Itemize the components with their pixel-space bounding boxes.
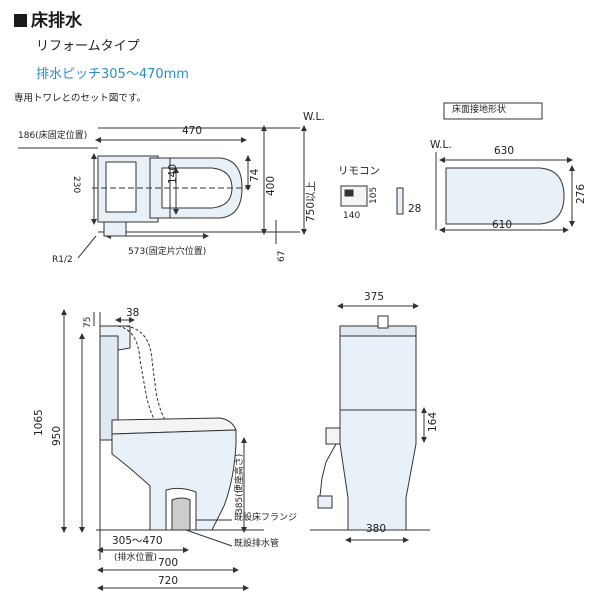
dim-67-label: 67	[277, 250, 287, 262]
flange-label: 既設床フランジ	[234, 513, 298, 523]
dim-276-label: 276	[575, 183, 587, 204]
remote-width: 140	[343, 211, 361, 221]
pipe-label: R1/2	[52, 255, 73, 265]
remote-side	[396, 187, 404, 215]
floor-shape-view	[435, 102, 575, 233]
wl-label-top: W.L.	[303, 111, 325, 123]
floor-shape-title: 床面接地形状	[452, 105, 507, 115]
front-bowl	[339, 409, 417, 531]
seat-open-outline	[125, 325, 169, 425]
note-text: 専用トワレとのセット図です。	[14, 93, 146, 104]
dim-380-label: 380	[366, 523, 387, 535]
dim-630-label: 630	[494, 145, 515, 157]
dim-38-label: 38	[126, 307, 140, 319]
side-tank-body	[99, 335, 119, 441]
dim-700-label: 700	[158, 557, 179, 569]
front-view	[310, 303, 430, 543]
page-title: 床排水	[14, 6, 82, 31]
front-supply-hose	[319, 443, 337, 505]
drain-position-label: (排水位置)	[114, 553, 158, 563]
dim-610-label: 610	[492, 219, 513, 231]
remote-title: リモコン	[338, 165, 380, 177]
dim-385-label: 385(便座高さ)	[235, 453, 245, 514]
dim-164-label: 164	[427, 411, 439, 432]
drain-pipe-leader	[185, 529, 233, 547]
pitch-range-label: 305～470	[112, 535, 163, 547]
tank-lid	[105, 161, 137, 213]
lid-open-outline	[117, 325, 159, 427]
title-square-icon	[14, 14, 27, 27]
dim-400-label: 400	[265, 175, 277, 196]
dim-750-label: 750以上	[305, 180, 317, 222]
pitch-label: 排水ピッチ305～470mm	[36, 67, 189, 82]
drain-pipe-label: 既設排水管	[234, 539, 280, 549]
remote-control	[340, 185, 404, 215]
front-faucet	[377, 315, 389, 329]
front-tank	[339, 325, 417, 411]
supply-valve	[103, 221, 127, 237]
side-view	[61, 309, 264, 591]
fix-hole-label: 573(固定片穴位置)	[128, 247, 207, 257]
pipe-leader	[77, 235, 97, 259]
front-stop-valve	[317, 495, 333, 509]
floor-shape-title-box	[443, 102, 543, 120]
subtitle: リフォームタイプ	[36, 39, 140, 54]
remote-height: 105	[369, 186, 379, 204]
dim-74-label: 74	[249, 168, 261, 182]
title-block: 床排水	[14, 6, 82, 31]
top-view	[18, 125, 307, 259]
dim-470-label: 470	[182, 125, 203, 137]
floor-footprint	[445, 167, 565, 225]
dim-75-label: 75	[83, 316, 93, 328]
fix-position-label: 186(床固定位置)	[18, 131, 88, 141]
remote-button	[344, 189, 354, 197]
dim-375-label: 375	[364, 291, 385, 303]
dim-720-label: 720	[158, 575, 179, 587]
dim-140-label: 140	[167, 163, 179, 184]
side-bowl	[111, 429, 237, 531]
wl-label-floor: W.L.	[430, 139, 452, 151]
drain-pipe	[171, 497, 191, 531]
dim-230-label: 230	[71, 176, 81, 194]
remote-depth: 28	[408, 203, 422, 215]
dim-1065-label: 1065	[33, 409, 45, 436]
dim-950-label: 950	[51, 425, 63, 446]
